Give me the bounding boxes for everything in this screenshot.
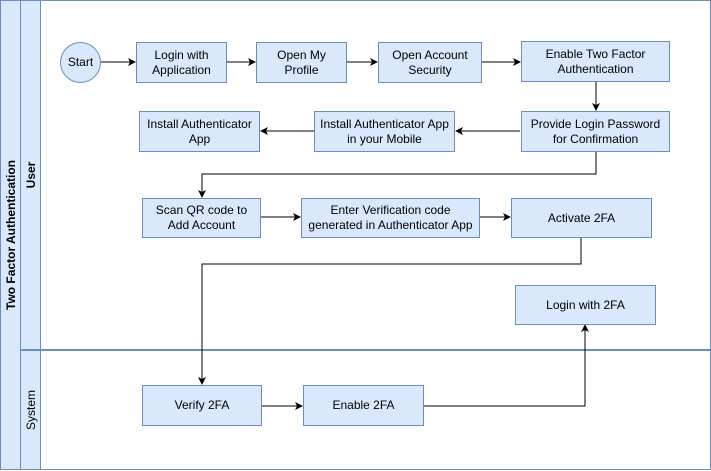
lane-title-system: System [24, 389, 38, 431]
open-my-profile-node: Open My Profile [256, 42, 347, 83]
scan-qr-code-node: Scan QR code to Add Account [142, 198, 261, 238]
activate-2fa-node: Activate 2FA [511, 198, 652, 238]
enter-verification-code-node: Enter Verification code generated in Aut… [301, 198, 480, 238]
verify-2fa-node: Verify 2FA [142, 385, 262, 426]
edge-activate-to-verify [198, 238, 582, 385]
edge-enable-2fa-to-login-2fa [424, 324, 589, 407]
start-node: Start [60, 42, 101, 83]
enable-2fa-node: Enable 2FA [303, 385, 424, 426]
login-with-application-node: Login with Application [136, 42, 227, 83]
enable-two-factor-node: Enable Two Factor Authentication [521, 41, 670, 82]
login-with-2fa-node: Login with 2FA [515, 285, 656, 325]
install-app-mobile-node: Install Authenticator App in your Mobile [314, 111, 455, 152]
pool-title: Two Factor Authentication [4, 160, 18, 310]
provide-login-password-node: Provide Login Password for Confirmation [521, 111, 670, 152]
open-account-security-node: Open Account Security [378, 42, 482, 83]
edge-password-to-scan [198, 152, 597, 198]
install-authenticator-app-node: Install Authenticator App [139, 111, 260, 152]
lane-title-user: User [24, 161, 38, 189]
